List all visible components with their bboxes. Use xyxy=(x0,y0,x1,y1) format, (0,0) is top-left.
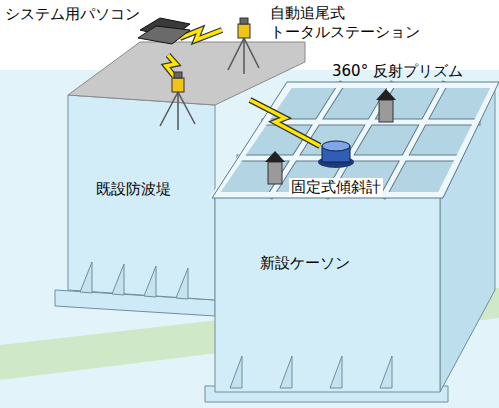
device-label: 自動追尾式 トータルステーション xyxy=(270,4,435,42)
wall xyxy=(265,119,477,126)
radio-bolt xyxy=(250,100,320,146)
tripod-leg xyxy=(177,92,179,130)
buttress xyxy=(330,356,342,388)
wireless-links xyxy=(166,30,320,146)
node-label: 新設ケーソン xyxy=(260,254,350,273)
buttress xyxy=(80,262,92,293)
prism xyxy=(265,151,285,184)
prism-body xyxy=(268,162,282,184)
tripod-leg xyxy=(244,38,259,68)
instrument-head xyxy=(174,72,182,78)
tripod-leg xyxy=(243,38,245,74)
tripod-leg xyxy=(178,92,195,124)
breakwater-top xyxy=(68,42,305,105)
tripod-leg xyxy=(228,38,244,70)
buttresses xyxy=(80,262,188,299)
buttress xyxy=(380,356,392,388)
laptop-base xyxy=(138,26,190,44)
buttress xyxy=(144,266,156,297)
caisson-front xyxy=(215,195,440,392)
prism-cap xyxy=(376,89,396,100)
node-label: 既設防波堤 xyxy=(96,180,171,199)
breakwater-node: 既設防波堤 xyxy=(68,100,215,295)
device-label: 固定式傾斜計 xyxy=(289,178,383,197)
breakwater-front xyxy=(68,95,215,300)
instrument-body xyxy=(238,24,250,38)
total-station xyxy=(160,72,195,130)
buttress xyxy=(280,356,292,388)
total-station xyxy=(228,18,259,74)
laptop xyxy=(138,18,190,44)
device-label: システム用パソコン xyxy=(5,5,140,24)
caisson-node: 新設ケーソン xyxy=(215,198,440,388)
tripod-leg xyxy=(160,92,178,126)
tilt-meter xyxy=(318,141,354,168)
device-label: 360° 反射プリズム xyxy=(332,62,463,81)
buttress xyxy=(112,264,124,295)
wall xyxy=(265,120,477,125)
prism-body xyxy=(379,100,393,122)
instrument-body xyxy=(172,78,184,92)
caisson-rim-outline xyxy=(212,82,499,198)
prism xyxy=(376,89,396,122)
buttress xyxy=(230,356,242,388)
buttress xyxy=(176,268,188,299)
instrument-head xyxy=(240,18,248,24)
radio-bolt xyxy=(250,100,320,146)
prism-cap xyxy=(265,151,285,162)
sea xyxy=(0,70,499,408)
caisson-front-buttresses xyxy=(230,356,392,388)
tilt-meter-top xyxy=(322,141,350,151)
